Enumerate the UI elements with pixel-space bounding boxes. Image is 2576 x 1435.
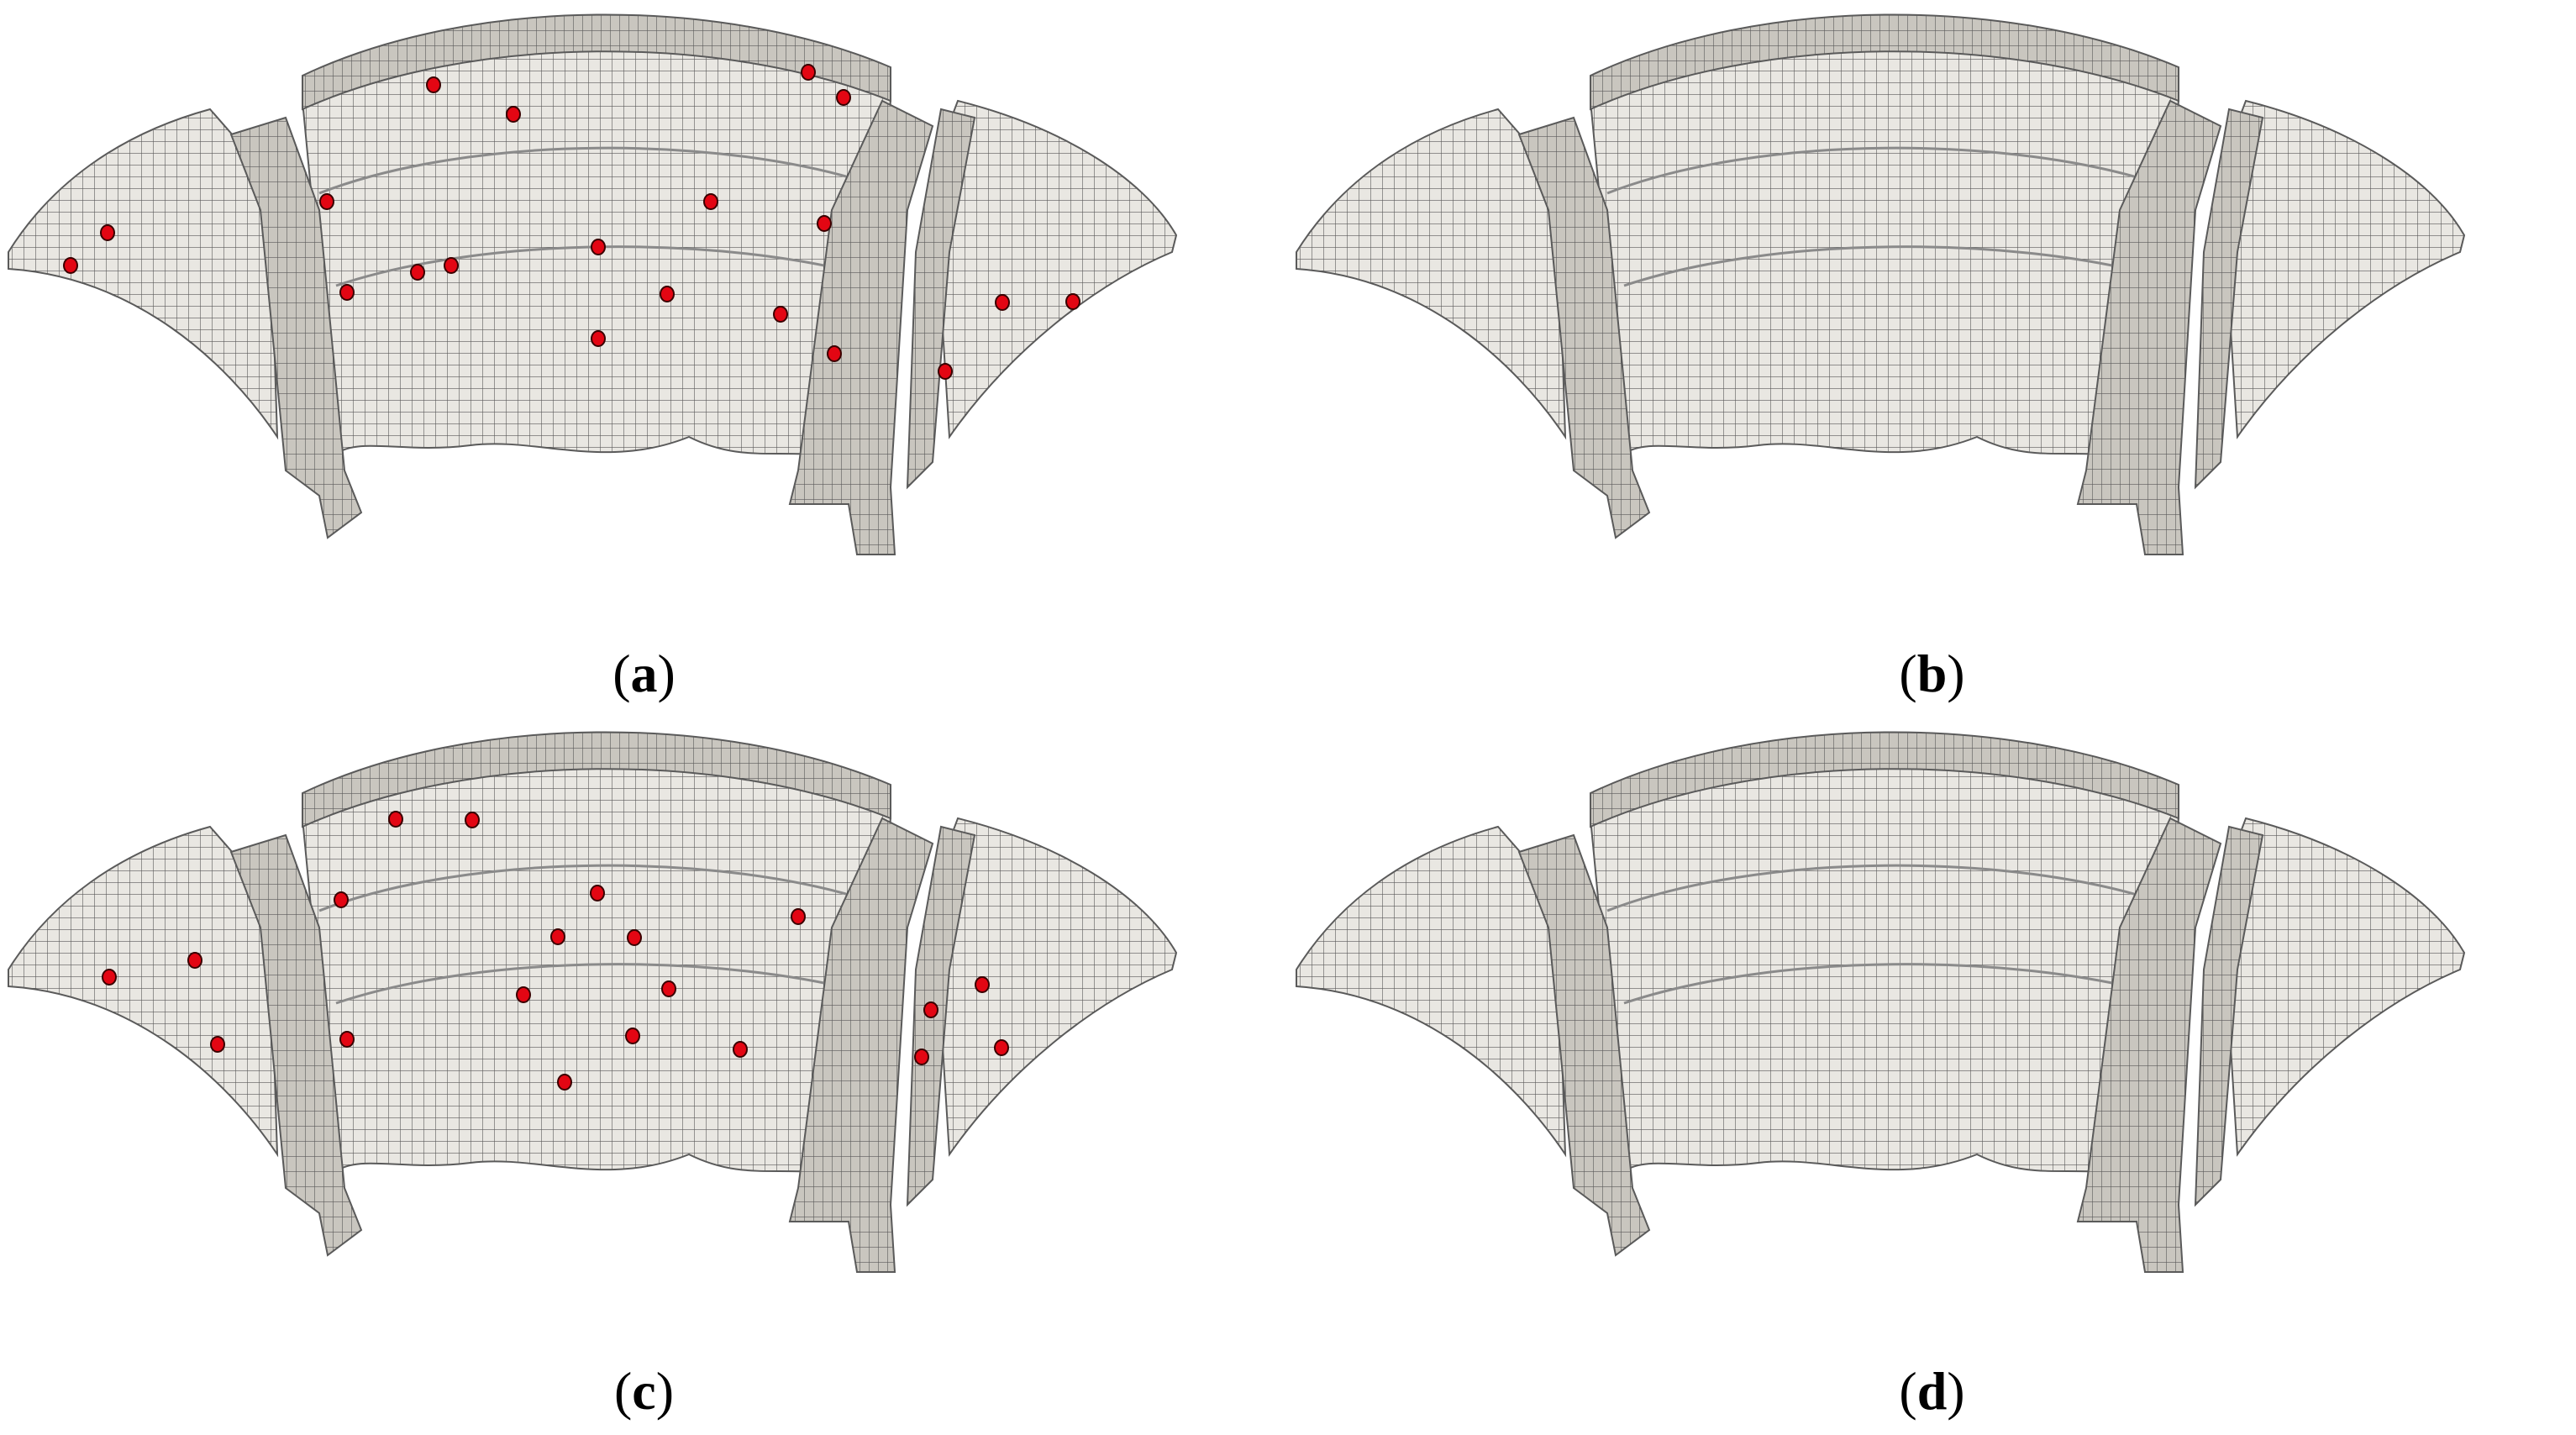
- mesh-right-wing: [931, 817, 1178, 1157]
- sensor-point: [590, 885, 605, 901]
- mesh-right-rib: [788, 99, 934, 555]
- mesh-left-rib: [1517, 116, 1651, 539]
- sensor-point: [591, 239, 606, 255]
- sensor-point: [339, 1031, 355, 1048]
- panel-label-a: a: [630, 644, 658, 703]
- mesh-top-rim: [1590, 13, 2179, 111]
- mesh-top-rim: [1590, 731, 2179, 828]
- panel-label-d: d: [1916, 1361, 1948, 1421]
- mesh-arc-groove-1: [318, 864, 875, 912]
- panel-c: (c): [0, 718, 1288, 1435]
- sensor-point: [506, 106, 521, 123]
- sensor-point: [210, 1036, 225, 1053]
- mesh-left-rib: [229, 116, 363, 539]
- sensor-point: [102, 969, 117, 986]
- sensor-point: [100, 224, 115, 241]
- sensor-point: [733, 1041, 748, 1058]
- panel-a: (a): [0, 0, 1288, 718]
- mesh-left-wing: [1296, 108, 1567, 440]
- mesh-top-rim: [302, 13, 891, 111]
- mesh-structure: [8, 731, 1178, 1273]
- mesh-right-wing: [2219, 99, 2466, 439]
- mesh-arc-groove-1: [1606, 146, 2163, 195]
- sensor-point: [661, 980, 676, 997]
- mesh-left-wing: [8, 825, 279, 1158]
- mesh-arc-groove-1: [318, 146, 875, 195]
- mesh-central-shell: [1589, 35, 2180, 472]
- mesh-left-wing: [8, 108, 279, 440]
- sensor-point: [791, 908, 806, 925]
- mesh-top-rim: [302, 731, 891, 828]
- sensor-point: [410, 264, 425, 281]
- sensor-point: [319, 193, 334, 210]
- sensor-point: [444, 257, 459, 274]
- sensor-point: [827, 345, 842, 362]
- mesh-left-rib: [1517, 833, 1651, 1257]
- mesh-structure: [1296, 13, 2466, 555]
- sensor-point: [817, 215, 832, 232]
- mesh-left-wing: [1296, 825, 1567, 1158]
- mesh-arc-groove-2: [335, 963, 875, 1005]
- panel-b: (b): [1288, 0, 2576, 718]
- sensor-point: [938, 363, 953, 380]
- panel-label-c: c: [632, 1361, 656, 1421]
- sensor-layer: [102, 811, 1009, 1091]
- mesh-arc-groove-1: [1606, 864, 2163, 912]
- sensor-point: [660, 286, 675, 302]
- mesh-model-d: [1296, 731, 2466, 1273]
- mesh-right-rib: [788, 817, 934, 1273]
- sensor-point: [994, 1039, 1009, 1056]
- sensor-point: [923, 1001, 938, 1018]
- sensor-point: [1065, 293, 1080, 310]
- mesh-arc-groove-2: [1623, 963, 2163, 1005]
- sensor-point: [591, 330, 606, 347]
- sensor-point: [773, 306, 788, 323]
- mesh-right-rib: [2076, 99, 2222, 555]
- sensor-point: [388, 811, 403, 828]
- sensor-point: [836, 89, 851, 106]
- mesh-right-rib: [2076, 817, 2222, 1273]
- sensor-point: [801, 64, 816, 81]
- mesh-left-rib: [229, 833, 363, 1257]
- sensor-point: [625, 1028, 640, 1044]
- sensor-point: [557, 1074, 572, 1091]
- mesh-right-inner-rib: [2194, 825, 2264, 1207]
- sensor-point: [975, 976, 990, 993]
- mesh-structure: [1296, 731, 2466, 1273]
- sensor-point: [63, 257, 78, 274]
- mesh-right-inner-rib: [906, 108, 976, 490]
- sensor-point: [550, 928, 565, 945]
- mesh-model-b: [1296, 13, 2466, 555]
- sensor-point: [995, 294, 1010, 311]
- sensor-point: [703, 193, 718, 210]
- panel-caption-b: (b): [1899, 644, 1965, 703]
- mesh-model-c: [8, 731, 1178, 1273]
- sensor-point: [627, 929, 642, 946]
- mesh-structure: [8, 13, 1178, 555]
- panel-caption-c: (c): [613, 1361, 675, 1421]
- sensor-point: [339, 284, 355, 301]
- sensor-layer: [63, 64, 1080, 380]
- sensor-point: [465, 812, 480, 828]
- panel-caption-a: (a): [612, 644, 676, 703]
- mesh-central-shell: [1589, 753, 2180, 1190]
- panel-caption-d: (d): [1899, 1361, 1965, 1421]
- mesh-right-inner-rib: [2194, 108, 2264, 490]
- panel-label-b: b: [1916, 644, 1948, 703]
- sensor-point: [426, 76, 441, 93]
- mesh-right-inner-rib: [906, 825, 976, 1207]
- mesh-model-a: [8, 13, 1178, 555]
- mesh-right-wing: [931, 99, 1178, 439]
- sensor-point: [187, 952, 202, 969]
- mesh-right-wing: [2219, 817, 2466, 1157]
- sensor-point: [516, 986, 531, 1003]
- sensor-point: [334, 891, 349, 908]
- mesh-arc-groove-2: [1623, 245, 2163, 287]
- sensor-point: [914, 1049, 929, 1065]
- panel-d: (d): [1288, 718, 2576, 1435]
